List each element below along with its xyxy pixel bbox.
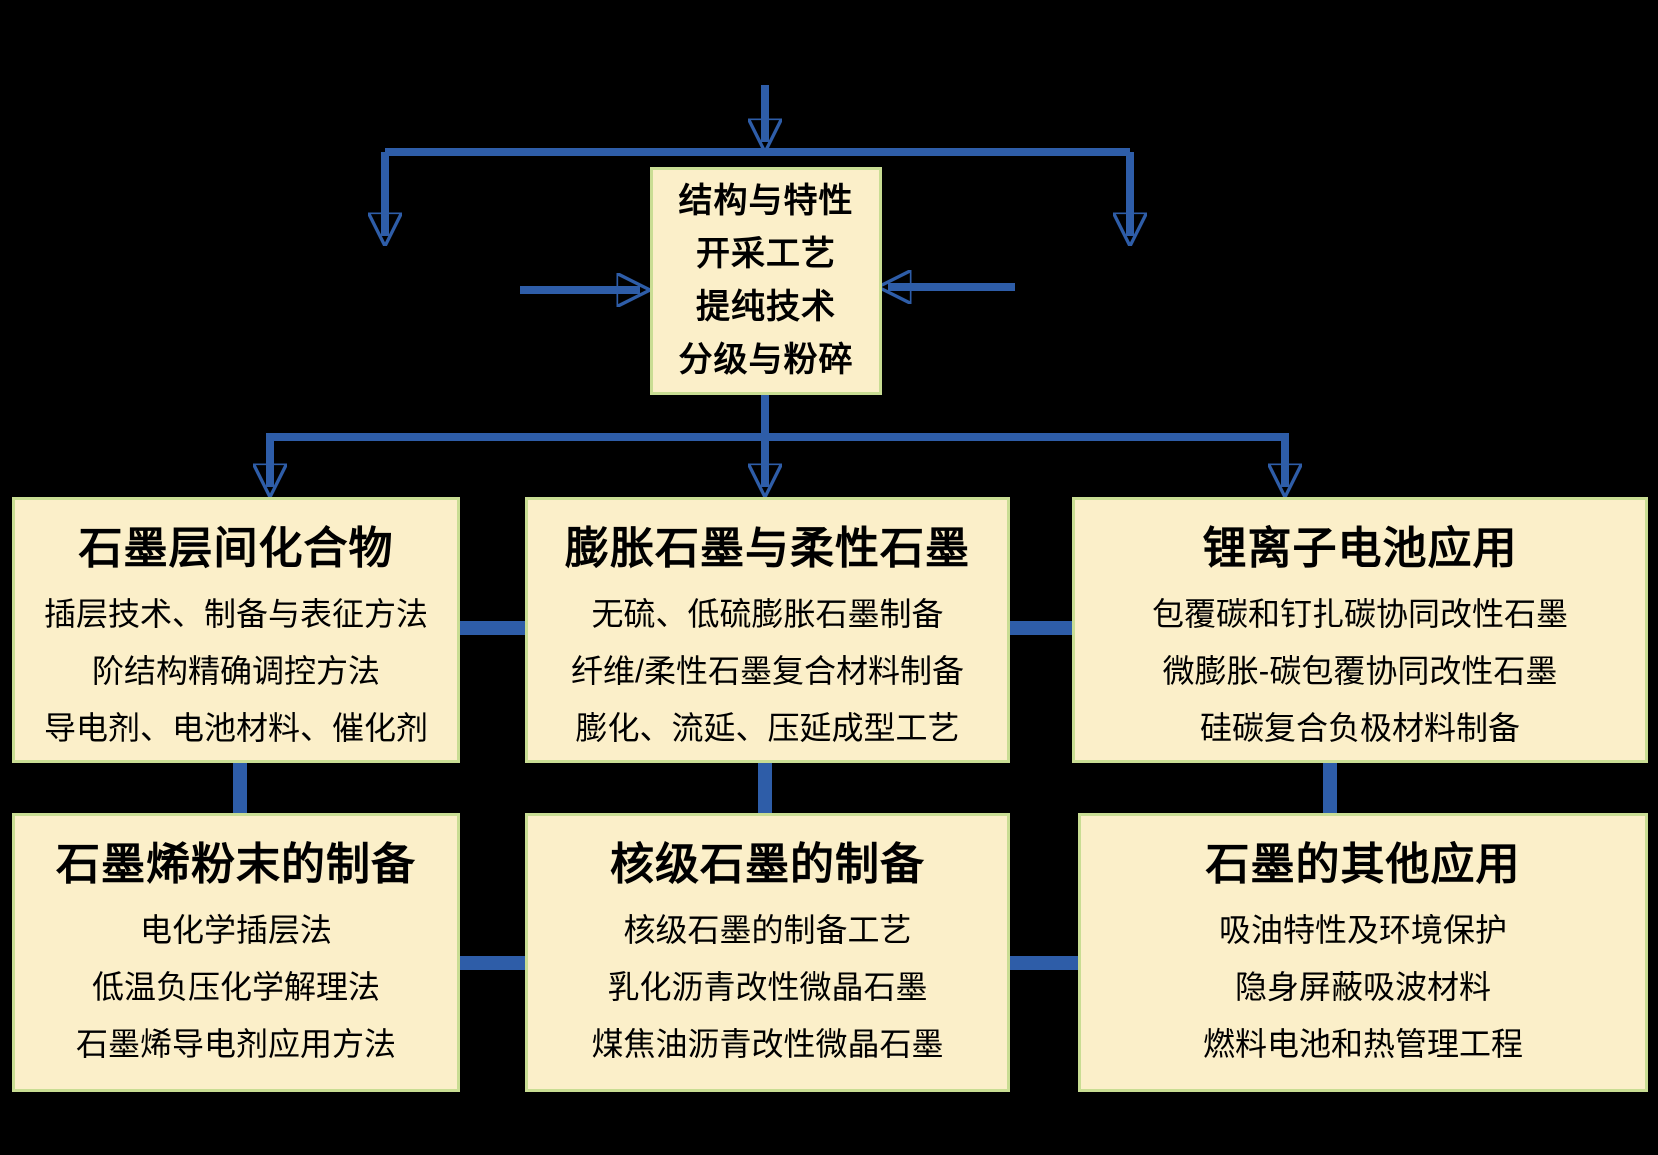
node-item: 纤维/柔性石墨复合材料制备 — [571, 653, 964, 689]
node-item: 核级石墨的制备工艺 — [623, 912, 912, 948]
node-item: 石墨烯导电剂应用方法 — [75, 1026, 396, 1062]
node-item: 膨化、流延、压延成型工艺 — [575, 710, 960, 746]
node-other-graphite-applications: 石墨的其他应用 吸油特性及环境保护 隐身屏蔽吸波材料 燃料电池和热管理工程 — [1078, 813, 1648, 1092]
node-expanded-flexible-graphite: 膨胀石墨与柔性石墨 无硫、低硫膨胀石墨制备 纤维/柔性石墨复合材料制备 膨化、流… — [525, 497, 1010, 763]
node-item: 燃料电池和热管理工程 — [1202, 1026, 1523, 1062]
node-item: 无硫、低硫膨胀石墨制备 — [591, 596, 944, 632]
top-node-line: 结构与特性 — [678, 182, 854, 220]
node-item: 乳化沥青改性微晶石墨 — [607, 969, 928, 1005]
node-title: 石墨层间化合物 — [78, 524, 394, 573]
node-item: 导电剂、电池材料、催化剂 — [43, 710, 428, 746]
top-node-line: 开采工艺 — [696, 235, 836, 273]
node-lithium-battery-applications: 锂离子电池应用 包覆碳和钉扎碳协同改性石墨 微膨胀-碳包覆协同改性石墨 硅碳复合… — [1072, 497, 1648, 763]
node-graphite-fundamentals: 结构与特性 开采工艺 提纯技术 分级与粉碎 — [650, 167, 882, 395]
node-graphene-powder-preparation: 石墨烯粉末的制备 电化学插层法 低温负压化学解理法 石墨烯导电剂应用方法 — [12, 813, 460, 1092]
node-item: 隐身屏蔽吸波材料 — [1234, 969, 1491, 1005]
node-title: 膨胀石墨与柔性石墨 — [565, 524, 970, 573]
node-title: 核级石墨的制备 — [610, 840, 925, 889]
node-graphite-intercalation-compounds: 石墨层间化合物 插层技术、制备与表征方法 阶结构精确调控方法 导电剂、电池材料、… — [12, 497, 460, 763]
node-item: 煤焦油沥青改性微晶石墨 — [591, 1026, 944, 1062]
node-title: 锂离子电池应用 — [1202, 524, 1518, 573]
node-title: 石墨的其他应用 — [1205, 840, 1521, 889]
node-title: 石墨烯粉末的制备 — [56, 840, 416, 889]
node-item: 电化学插层法 — [139, 912, 332, 948]
node-item: 微膨胀-碳包覆协同改性石墨 — [1162, 653, 1558, 689]
node-item: 包覆碳和钉扎碳协同改性石墨 — [1151, 596, 1568, 632]
top-node-line: 分级与粉碎 — [678, 341, 854, 379]
top-node-line: 提纯技术 — [696, 288, 836, 326]
node-item: 插层技术、制备与表征方法 — [43, 596, 428, 632]
node-item: 低温负压化学解理法 — [91, 969, 380, 1005]
node-nuclear-graphite-preparation: 核级石墨的制备 核级石墨的制备工艺 乳化沥青改性微晶石墨 煤焦油沥青改性微晶石墨 — [525, 813, 1010, 1092]
node-item: 阶结构精确调控方法 — [91, 653, 380, 689]
node-item: 吸油特性及环境保护 — [1218, 912, 1507, 948]
node-item: 硅碳复合负极材料制备 — [1199, 710, 1520, 746]
